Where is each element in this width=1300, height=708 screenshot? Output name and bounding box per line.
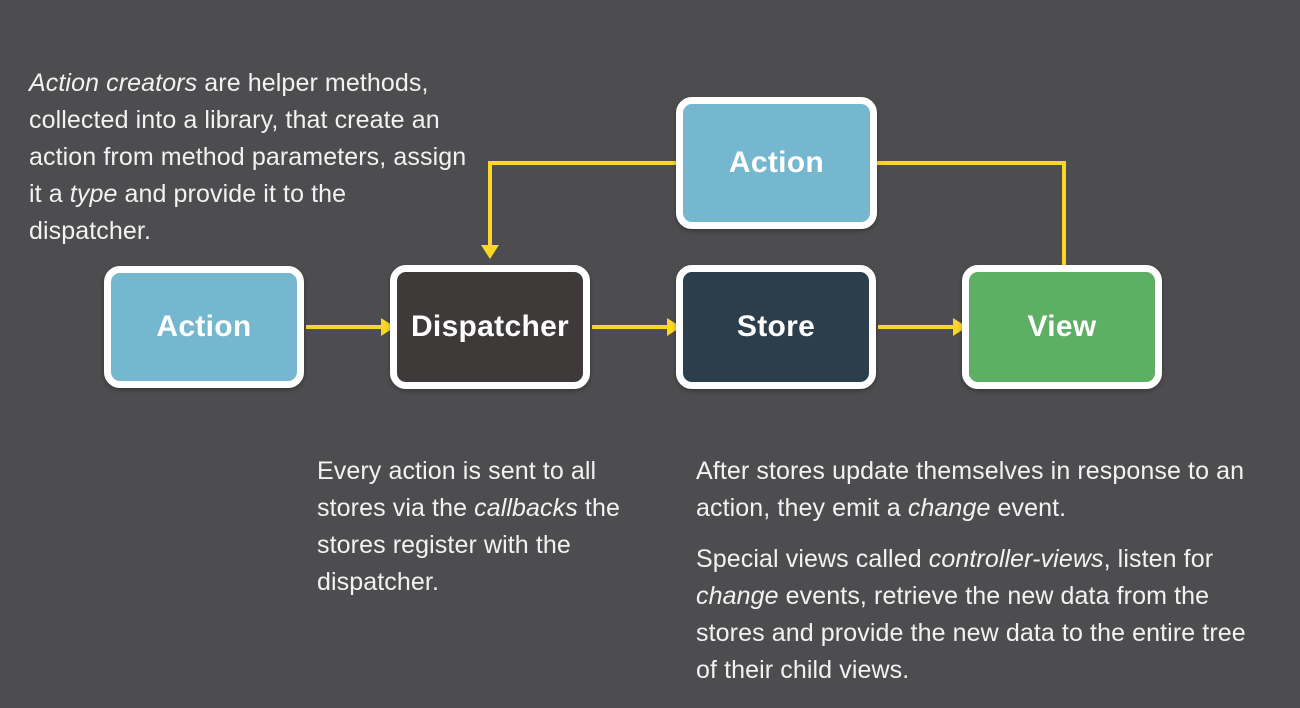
node-view[interactable]: View [962, 265, 1162, 389]
node-action-left[interactable]: Action [104, 266, 304, 388]
connector-store-to-view [878, 325, 956, 329]
note-action-creators-type: type [69, 180, 118, 208]
note-dispatcher-body-2: the stores register with the dispatcher. [317, 494, 620, 596]
connector-action-to-dispatcher [306, 325, 384, 329]
node-store[interactable]: Store [676, 265, 876, 389]
node-action-top[interactable]: Action [676, 97, 877, 229]
connector-action-top-vertical [488, 161, 492, 247]
node-action-top-label: Action [728, 146, 825, 179]
node-action-left-label: Action [156, 310, 252, 343]
connector-view-horizontal [875, 161, 1066, 165]
note-dispatcher-callbacks: callbacks [474, 494, 578, 522]
node-view-label: View [1027, 310, 1097, 343]
note-store-change: change [907, 494, 991, 522]
note-action-creators: Action creators are helper methods, coll… [29, 65, 469, 250]
note-store-body-2: event. [990, 494, 1067, 522]
connector-view-vertical [1062, 161, 1066, 267]
note-controller-body-1: Special views called [696, 545, 929, 573]
arrowhead-down-icon [481, 245, 499, 259]
note-action-creators-lead: Action creators [29, 69, 198, 97]
note-action-creators-body-2: and provide it to the dispatcher. [29, 180, 347, 245]
node-dispatcher[interactable]: Dispatcher [390, 265, 590, 389]
note-store-body-1: After stores update themselves in respon… [696, 457, 1245, 522]
node-dispatcher-label: Dispatcher [410, 310, 570, 343]
note-controller-views: Special views called controller-views, l… [696, 541, 1271, 689]
connector-action-top-horizontal [488, 161, 678, 165]
note-controller-body-3: events, retrieve the new data from the s… [696, 582, 1246, 684]
note-dispatcher-body-1: Every action is sent to all stores via t… [317, 457, 597, 522]
note-controller-views-term: controller-views [928, 545, 1104, 573]
note-controller-body-2: , listen for [1103, 545, 1214, 573]
note-action-creators-body-1: are helper methods, collected into a lib… [29, 69, 467, 208]
note-controller-change: change [696, 582, 779, 610]
connector-dispatcher-to-store [592, 325, 670, 329]
note-store: After stores update themselves in respon… [696, 453, 1271, 527]
node-store-label: Store [736, 310, 816, 343]
note-dispatcher: Every action is sent to all stores via t… [317, 453, 662, 601]
